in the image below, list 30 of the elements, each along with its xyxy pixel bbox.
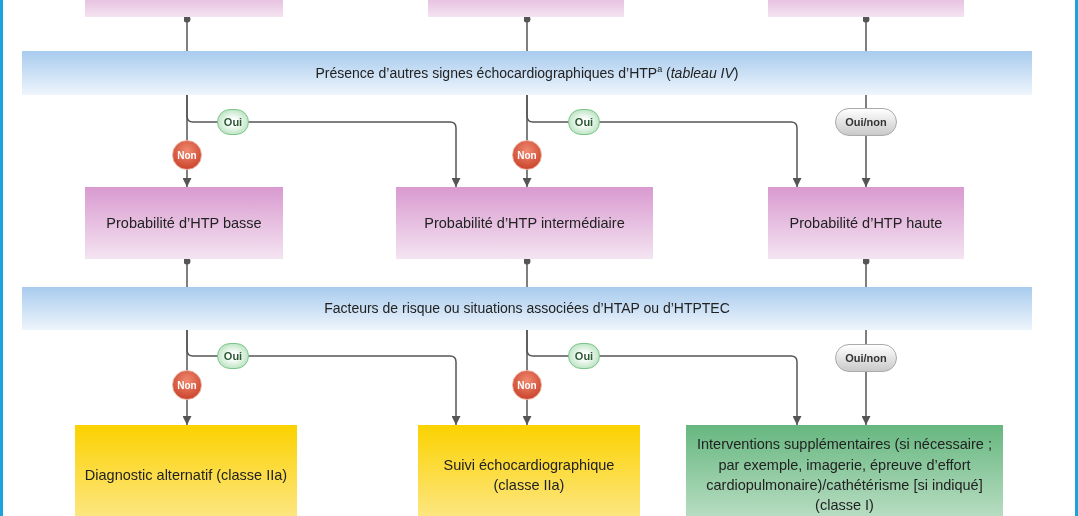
question-band bbox=[22, 51, 1032, 95]
box-text: Probabilité d’HTP haute bbox=[789, 213, 943, 233]
process-box bbox=[686, 425, 1003, 516]
process-box bbox=[768, 187, 964, 259]
edge-label: Non bbox=[512, 140, 542, 170]
process-box bbox=[85, 187, 283, 259]
edge-label: Oui bbox=[217, 109, 249, 135]
arrow bbox=[186, 329, 461, 426]
box-text: Interventions supplémentaires (si nécessaire ; par exemple, imagerie, épreuve d’effort cardiopulmonaire)/cathétérisme [si indiqué] (classe I) bbox=[696, 435, 993, 516]
edge-label: Non bbox=[172, 140, 202, 170]
edge-label: Non bbox=[512, 370, 542, 400]
box-text: Suivi échocardiographique (classe IIa) bbox=[442, 455, 616, 495]
arrow bbox=[186, 94, 461, 188]
box-text: Diagnostic alternatif (classe IIa) bbox=[84, 465, 288, 485]
arrow bbox=[526, 329, 802, 426]
process-box bbox=[75, 425, 297, 516]
edge-label: Oui bbox=[568, 109, 600, 135]
question-band bbox=[22, 287, 1032, 330]
edge-label: Oui bbox=[217, 343, 249, 369]
box-text: Probabilité d’HTP intermédiaire bbox=[424, 213, 625, 233]
box-text: Présence d’autres signes échocardiographiques d’HTP$^{a}$ (tableau IV) bbox=[315, 62, 739, 83]
process-box bbox=[418, 425, 640, 516]
edge-label: Non bbox=[172, 370, 202, 400]
edge-label: Oui bbox=[568, 343, 600, 369]
process-box bbox=[396, 187, 653, 259]
box-text: Facteurs de risque ou situations associées d’HTAP ou d’HTPTEC bbox=[324, 298, 730, 318]
edge-label: Oui/non bbox=[835, 344, 897, 372]
arrow bbox=[526, 94, 802, 188]
box-text: Probabilité d’HTP basse bbox=[106, 213, 262, 233]
edge-label: Oui/non bbox=[835, 108, 897, 136]
